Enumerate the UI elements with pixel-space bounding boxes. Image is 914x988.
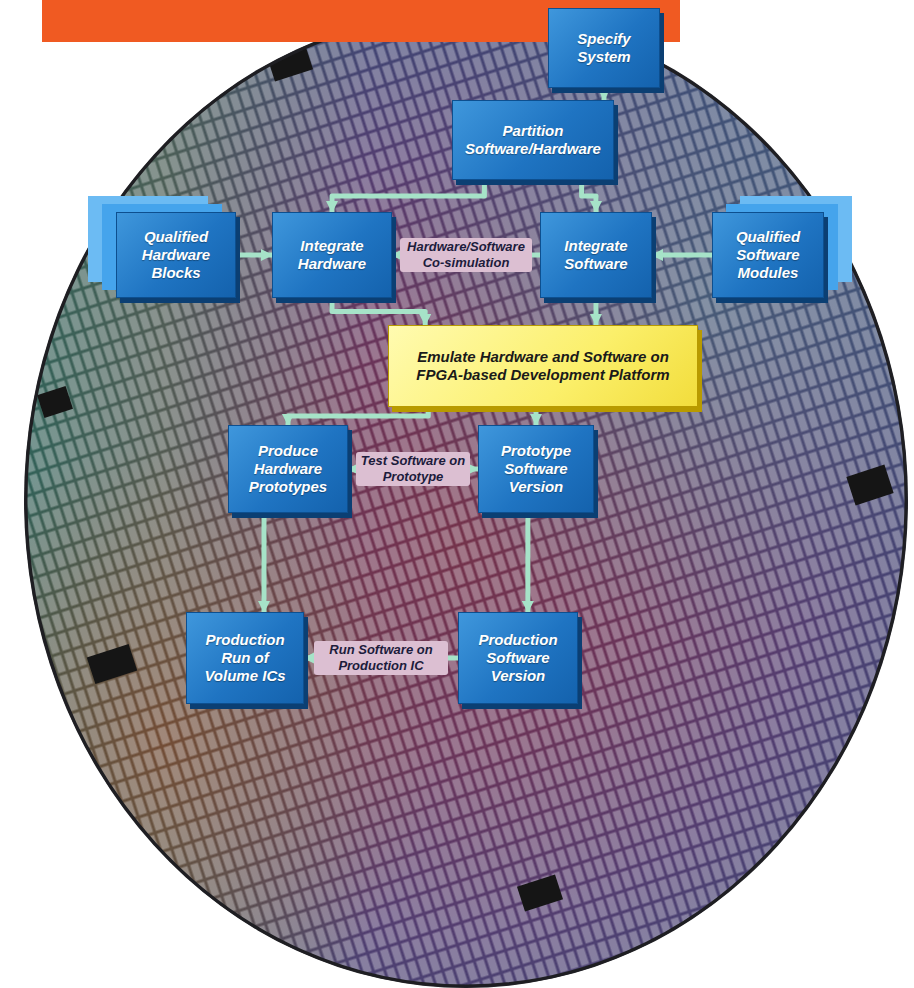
box-label: Produce Hardware Prototypes: [237, 442, 339, 495]
edge-label: Test Software on Prototype: [356, 452, 470, 485]
process-box: Integrate Hardware: [272, 212, 392, 298]
box-label: Production Software Version: [467, 631, 569, 684]
flow-arrow: [236, 253, 272, 258]
flow-arrow: [332, 180, 484, 212]
process-box: Specify System: [548, 8, 660, 88]
emulation-box: Emulate Hardware and Software on FPGA-ba…: [388, 325, 698, 407]
flow-arrow: [594, 298, 599, 325]
process-box: Qualified Software Modules: [712, 212, 824, 298]
process-box: Qualified Hardware Blocks: [116, 212, 236, 298]
box-label: Emulate Hardware and Software on FPGA-ba…: [397, 348, 689, 383]
flow-arrow: [288, 407, 428, 425]
flow-arrow: [582, 180, 596, 212]
box-label: Production Run of Volume ICs: [195, 631, 295, 684]
box-label: Prototype Software Version: [487, 442, 585, 495]
process-box: Production Run of Volume ICs: [186, 612, 304, 704]
box-label: Integrate Hardware: [281, 237, 383, 272]
flow-arrow: [525, 513, 530, 612]
flow-arrow: [534, 407, 539, 425]
process-box: Prototype Software Version: [478, 425, 594, 513]
process-box: Produce Hardware Prototypes: [228, 425, 348, 513]
flow-arrow: [602, 88, 607, 100]
process-box: Integrate Software: [540, 212, 652, 298]
box-label: Partition Software/Hardware: [461, 122, 605, 157]
process-box: Production Software Version: [458, 612, 578, 704]
flow-arrow: [262, 513, 267, 612]
box-label: Integrate Software: [549, 237, 643, 272]
edge-label: Run Software on Production IC: [314, 641, 448, 674]
box-label: Specify System: [557, 30, 651, 65]
box-label: Qualified Hardware Blocks: [125, 228, 227, 281]
process-box: Partition Software/Hardware: [452, 100, 614, 180]
edge-label: Hardware/Software Co-simulation: [400, 238, 532, 271]
flow-arrow: [652, 253, 712, 258]
box-label: Qualified Software Modules: [721, 228, 815, 281]
flow-arrow: [332, 298, 425, 325]
